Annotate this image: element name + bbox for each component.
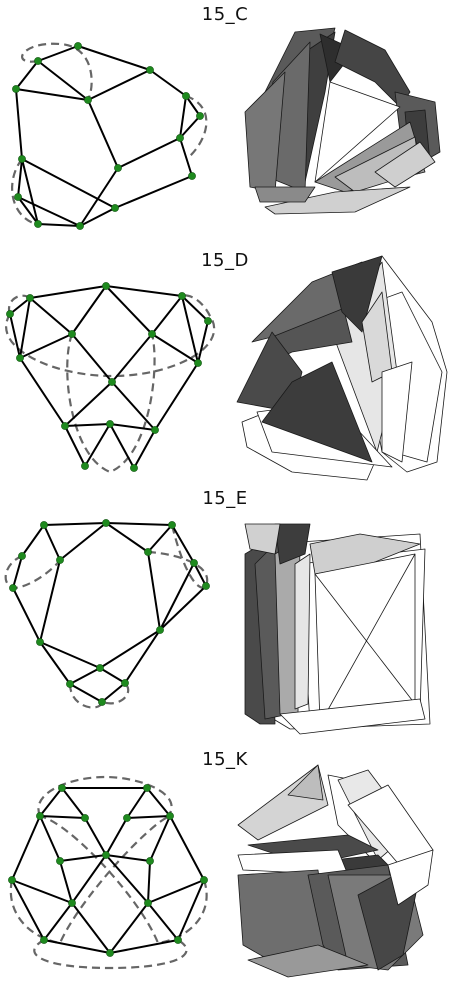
planar-graph-diagram [10, 42, 208, 230]
graph-nodes [8, 784, 208, 957]
graph-nodes [9, 519, 210, 706]
graph-edges [15, 45, 201, 227]
polyhedron-render [236, 255, 448, 481]
graph-edges [11, 787, 205, 954]
panel-title: 15_D [201, 250, 249, 271]
panel-title: 15_K [202, 749, 248, 770]
panel-15-k: 15_K [0, 745, 450, 978]
dashed-curve [21, 42, 93, 101]
dashed-curve [66, 333, 156, 474]
dashed-curve [147, 524, 209, 589]
dashed-curve [68, 682, 130, 709]
graph-edges [12, 522, 207, 703]
panel-title: 15_C [201, 4, 249, 25]
polyhedron-render [237, 764, 434, 978]
dashed-curve [10, 158, 37, 226]
dashed-curve [39, 814, 208, 945]
panel-15-c: 15_C [0, 0, 450, 240]
planar-graph-diagram [5, 282, 216, 474]
dashed-curve [185, 94, 208, 157]
planar-graph-diagram [4, 519, 210, 709]
panel-title: 15_E [202, 488, 248, 509]
dashed-curve [5, 294, 216, 378]
dashed-curve [33, 939, 188, 970]
graph-edges [9, 285, 209, 469]
panel-15-d: 15_D [0, 246, 450, 486]
dashed-curve [37, 775, 173, 817]
panel-15-e: 15_E [0, 484, 450, 735]
planar-graph-diagram [8, 775, 208, 970]
graph-nodes [6, 282, 212, 472]
graph-nodes [12, 42, 204, 230]
polyhedron-render [244, 523, 431, 735]
dashed-curve [9, 814, 171, 945]
polyhedron-render [244, 27, 441, 215]
